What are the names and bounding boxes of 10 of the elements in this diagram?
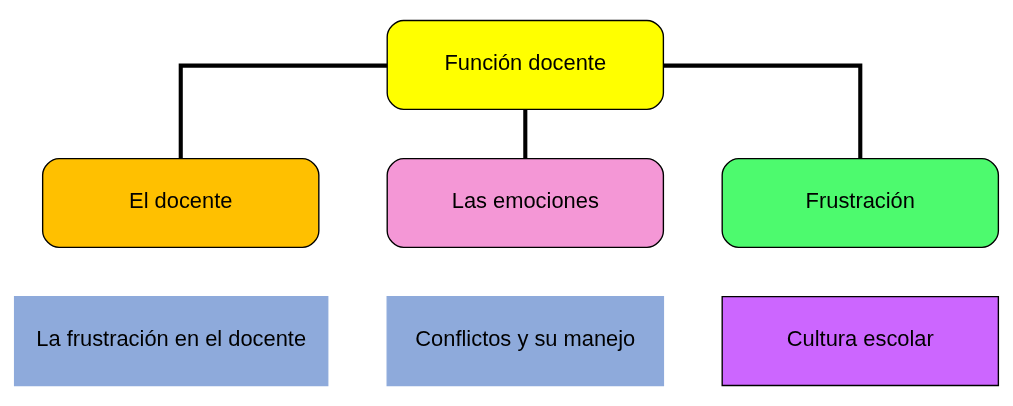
node-box: La frustración en el docente	[13, 295, 329, 387]
connector	[178, 63, 388, 159]
node-box: Las emociones	[386, 157, 665, 249]
connector	[663, 63, 863, 159]
node-box: El docente	[41, 157, 320, 249]
node-box: Conflictos y su manejo	[386, 295, 665, 387]
node-box: Función docente	[386, 19, 665, 111]
connector	[523, 109, 528, 159]
node-box: Frustración	[721, 157, 1000, 249]
node-box: Cultura escolar	[721, 295, 1000, 387]
